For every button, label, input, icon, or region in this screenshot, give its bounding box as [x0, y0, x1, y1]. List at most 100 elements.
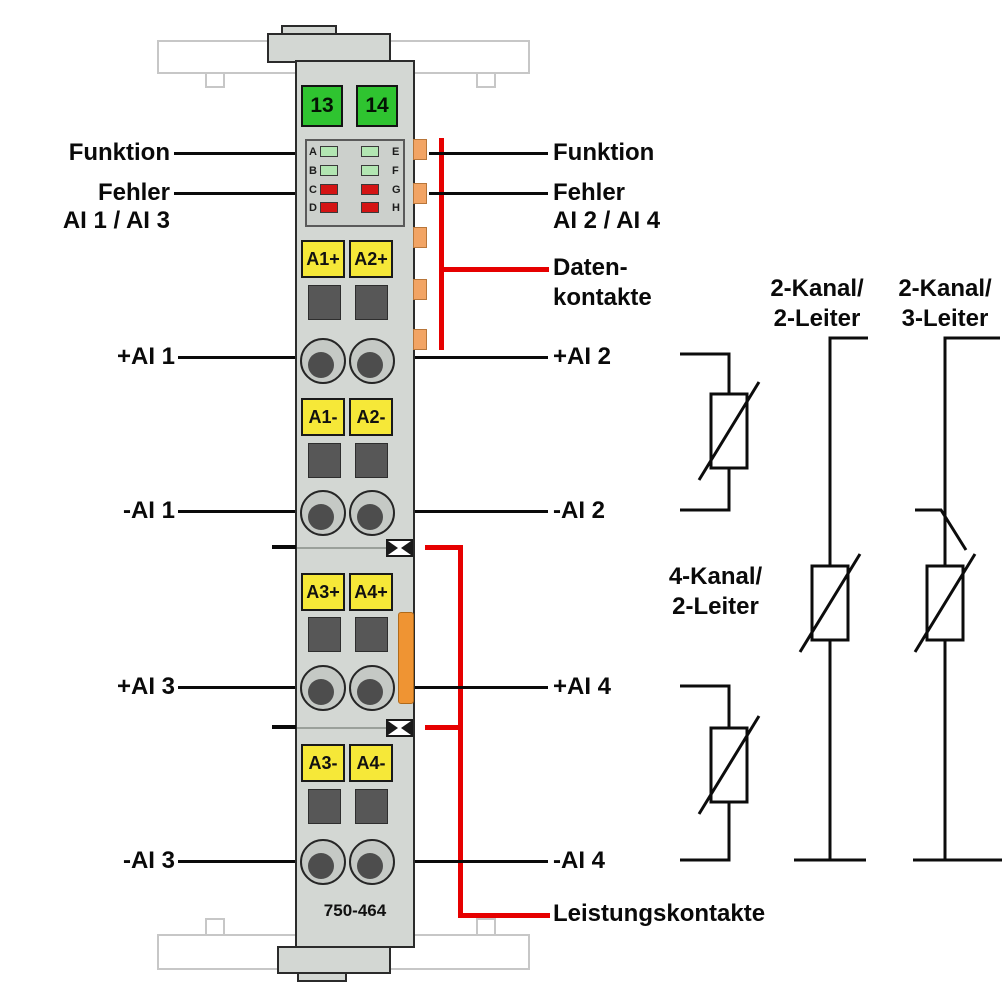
leistung-callout-stub-top	[425, 545, 463, 550]
leader-ai2-minus	[415, 510, 548, 513]
caption-2channel-3wire: 2-Kanal/ 3-Leiter	[880, 274, 1006, 334]
clamp-opening	[308, 679, 334, 705]
label-funktion-right: Funktion	[553, 139, 655, 166]
power-contact-bar	[398, 612, 414, 704]
label-ai1-minus: -AI 1	[122, 497, 175, 524]
label-datenkontakte-line1: Daten-	[553, 254, 628, 281]
leader-ai1-minus	[178, 510, 302, 513]
module-bottom-clip	[277, 946, 391, 974]
separator-tick-left	[272, 545, 296, 549]
caption-line: 3-Leiter	[901, 305, 989, 332]
led-letter-f: F	[392, 165, 399, 177]
clamp-opening	[357, 504, 383, 530]
led-letter-a: A	[309, 146, 317, 158]
wire-hole	[355, 285, 388, 320]
sensor-channel4-symbol	[680, 684, 761, 862]
rail-tab-top-left	[205, 72, 225, 88]
leader-ai4-plus	[415, 686, 548, 689]
label-fehler-channels-left: AI 1 / AI 3	[62, 207, 170, 234]
wire-hole	[308, 443, 341, 478]
wire-hole	[308, 285, 341, 320]
clamp-opening	[308, 504, 334, 530]
clamp-opening	[357, 679, 383, 705]
rail-tab-top-right	[476, 72, 496, 88]
terminal-label-a4-plus: A4+	[349, 573, 393, 611]
sensor-2channel-3wire-symbol	[913, 336, 1002, 862]
caption-line: 2-Leiter	[773, 305, 861, 332]
separator-tick-left	[272, 725, 296, 729]
leader-ai1-plus	[178, 356, 302, 359]
module-top-clip	[267, 33, 391, 63]
caption-line: 2-Kanal/	[770, 275, 864, 302]
caption-4channel-2wire: 4-Kanal/ 2-Leiter	[648, 562, 783, 622]
led-c-indicator	[320, 184, 338, 195]
clamp-opening	[357, 853, 383, 879]
leistung-callout-stub-mid	[425, 725, 463, 730]
rail-tab-bottom-left	[205, 918, 225, 936]
module-separator-line	[297, 547, 413, 549]
leader-fehler-left	[174, 192, 318, 195]
led-letter-h: H	[392, 202, 400, 214]
data-contact-1	[413, 139, 427, 160]
label-ai3-plus: +AI 3	[116, 673, 175, 700]
wire-hole	[308, 617, 341, 652]
led-d-indicator	[320, 202, 338, 213]
bus-connector-13: 13	[301, 85, 343, 127]
module-separator-line	[297, 727, 413, 729]
label-ai2-plus: +AI 2	[553, 343, 612, 370]
terminal-label-a2-minus: A2-	[349, 398, 393, 436]
led-b-indicator	[320, 165, 338, 176]
label-ai1-plus: +AI 1	[116, 343, 175, 370]
sensor-channel2-symbol	[680, 352, 761, 512]
caption-2channel-2wire: 2-Kanal/ 2-Leiter	[742, 274, 892, 334]
led-letter-e: E	[392, 146, 400, 158]
label-ai4-plus: +AI 4	[553, 673, 612, 700]
daten-callout-vertical	[439, 138, 444, 350]
label-fehler-left: Fehler	[97, 179, 170, 206]
terminal-label-a3-minus: A3-	[301, 744, 345, 782]
data-contact-4	[413, 279, 427, 300]
leader-ai3-minus	[178, 860, 302, 863]
label-fehler-channels-right: AI 2 / AI 4	[553, 207, 661, 234]
led-a-indicator	[320, 146, 338, 157]
bus-connector-14: 14	[356, 85, 398, 127]
clamp-opening	[357, 352, 383, 378]
label-fehler-right: Fehler	[553, 179, 626, 206]
led-g-indicator	[361, 184, 379, 195]
daten-callout-horizontal	[439, 267, 549, 272]
data-contact-3	[413, 227, 427, 248]
model-number: 750-464	[323, 901, 387, 920]
leader-funktion-left	[174, 152, 318, 155]
wire-hole	[355, 617, 388, 652]
terminal-label-a1-minus: A1-	[301, 398, 345, 436]
caption-line: 2-Kanal/	[898, 275, 992, 302]
data-contact-2	[413, 183, 427, 204]
label-funktion-left: Funktion	[68, 139, 170, 166]
led-letter-c: C	[309, 184, 317, 196]
power-jumper-contact-icon	[386, 719, 413, 737]
led-letter-b: B	[309, 165, 317, 177]
label-datenkontakte-line2: kontakte	[553, 284, 652, 311]
leistung-callout-horizontal	[458, 913, 550, 918]
led-e-indicator	[361, 146, 379, 157]
rail-tab-bottom-right	[476, 918, 496, 936]
led-letter-g: G	[392, 184, 401, 196]
leader-ai4-minus	[415, 860, 548, 863]
leader-fehler-right	[429, 192, 548, 195]
led-h-indicator	[361, 202, 379, 213]
led-letter-d: D	[309, 202, 317, 214]
wire-hole	[355, 789, 388, 824]
clamp-opening	[308, 853, 334, 879]
wire-hole	[308, 789, 341, 824]
power-jumper-contact-icon	[386, 539, 413, 557]
leistung-callout-vertical	[458, 545, 463, 918]
sensor-2channel-2wire-symbol	[794, 336, 868, 862]
leader-ai2-plus	[415, 356, 548, 359]
leader-ai3-plus	[178, 686, 302, 689]
data-contact-5	[413, 329, 427, 350]
wire-hole	[355, 443, 388, 478]
label-ai2-minus: -AI 2	[553, 497, 606, 524]
caption-line: 4-Kanal/	[668, 563, 763, 590]
